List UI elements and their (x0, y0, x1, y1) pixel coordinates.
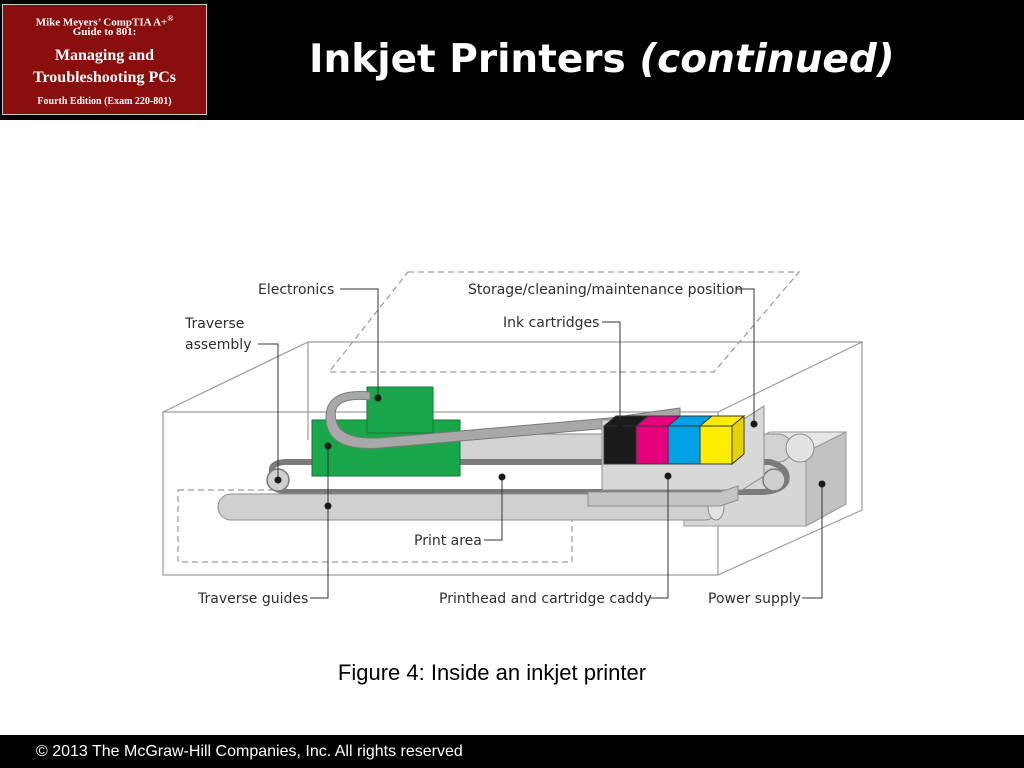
label-print-area: Print area (414, 533, 482, 549)
traverse-guide-upper-dot (324, 442, 332, 450)
slide-title: Inkjet Printers (continued) (309, 34, 895, 86)
print-area-callout-line (484, 477, 503, 541)
label-power-supply: Power supply (708, 591, 801, 607)
ink-cartridges (602, 414, 746, 466)
book-edition-line: Fourth Edition (Exam 220-801) (37, 96, 172, 107)
ink-cartridges-dot (616, 420, 624, 428)
ink-cartridge-black (603, 425, 637, 465)
label-traverse-assembly-line1: Traverse (184, 316, 244, 332)
ink-cartridge-magenta (635, 425, 669, 465)
traverse-assembly-callout-line (258, 343, 279, 480)
book-title-line1: Managing and (54, 47, 155, 64)
callout-lines (258, 288, 823, 599)
title-main: Inkjet Printers (309, 37, 640, 82)
ink-cartridges-callout-line (602, 321, 621, 424)
label-traverse-assembly-line2: assembly (185, 337, 251, 353)
callout-dots (274, 394, 826, 510)
upper-rail-end (785, 433, 815, 463)
footer-bar (0, 735, 1024, 768)
right-belt-pulley (762, 468, 786, 492)
traverse-guide-lower-dot (324, 502, 332, 510)
copyright-text: © 2013 The McGraw-Hill Companies, Inc. A… (36, 743, 463, 760)
electronics-chip (366, 386, 434, 434)
label-electronics: Electronics (258, 282, 334, 298)
traverse-assembly-dot (274, 476, 282, 484)
book-guide-line: Guide to 801: (72, 26, 137, 38)
print-area-dot (498, 473, 506, 481)
label-ink-cartridges: Ink cartridges (503, 315, 599, 331)
book-title-line2: Troubleshooting PCs (33, 69, 176, 86)
ink-cartridge-cyan (667, 425, 701, 465)
label-traverse-guides: Traverse guides (197, 591, 308, 607)
printhead-dot (664, 472, 672, 480)
figure-caption: Figure 4: Inside an inkjet printer (337, 660, 647, 685)
book-author-line: Mike Meyers’ CompTIA A+® (35, 14, 174, 29)
box-top-right-edge (717, 341, 863, 413)
label-storage-position: Storage/cleaning/maintenance position (468, 282, 743, 298)
title-italic: (continued) (639, 37, 895, 82)
electronics-callout-line (340, 288, 379, 398)
lid-outline (327, 271, 801, 373)
storage-callout-line (736, 288, 755, 424)
book-title-box: Mike Meyers’ CompTIA A+® Guide to 801: M… (2, 4, 207, 115)
ink-cartridge-yellow (699, 425, 733, 465)
power-supply-callout-line (802, 484, 823, 599)
electronics-dot (374, 394, 382, 402)
label-printhead-caddy: Printhead and cartridge caddy (439, 591, 652, 607)
storage-dot (750, 420, 758, 428)
power-supply-dot (818, 480, 826, 488)
ink-cartridge-yellow-side (731, 414, 745, 466)
printhead-callout-line (650, 476, 669, 599)
caddy-base (587, 485, 739, 507)
